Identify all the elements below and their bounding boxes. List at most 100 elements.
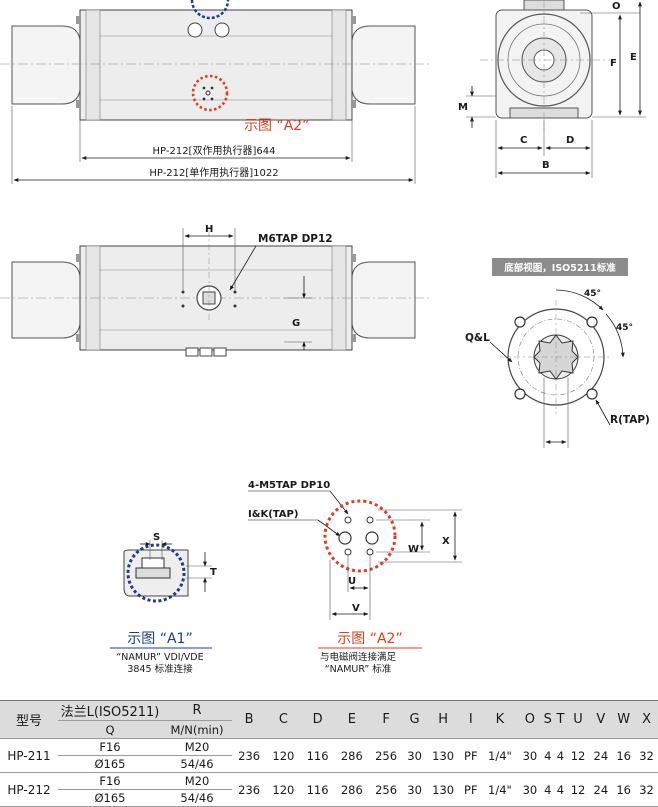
dim-b-label: B (542, 160, 550, 171)
row-cell: 4 (554, 772, 567, 807)
row-cell: 24 (589, 772, 613, 807)
row-model: HP-211 (0, 738, 58, 773)
a2-note-line-2: “NAMUR” 标准 (325, 663, 392, 675)
row-cell: PF (460, 772, 482, 807)
row-r: M20 (162, 738, 232, 756)
header-col: F (368, 700, 404, 739)
double-acting-length-label: HP-212[双作用执行器]644 (153, 144, 276, 157)
a1-note-line-1: “NAMUR” VDI/VDE (116, 652, 203, 663)
row-cell: 16 (612, 738, 636, 773)
dim-u-label: U (348, 576, 356, 587)
row-r: M20 (162, 772, 232, 790)
row-flange: Ø165 (58, 789, 162, 807)
angle-label-1: 45° (584, 289, 601, 299)
header-col: H (426, 700, 461, 739)
single-acting-length-label: HP-212[单作用执行器]1022 (149, 166, 278, 179)
header-model: 型号 (0, 700, 58, 739)
row-flange: F16 (58, 738, 162, 756)
row-cell: 4 (541, 772, 555, 807)
dim-c-label: C (520, 135, 527, 146)
header-col: O (518, 700, 542, 739)
header-col: G (403, 700, 426, 739)
row-cell: 256 (368, 772, 404, 807)
row-cell: 1/4" (481, 772, 519, 807)
dim-f-label: F (610, 58, 617, 69)
actuator-side-view-bottom: H M6TAP DP12 G (0, 224, 430, 357)
spec-table: 型号 法兰L(ISO5211) R B C D E F G H I K O S … (0, 700, 658, 807)
row-cell: 120 (266, 738, 301, 773)
header-col: K (481, 700, 519, 739)
show-a2-label-top: 示图 “A2” (244, 118, 309, 134)
technical-drawing: 示图 “A2” HP-212[双作用执行器]644 HP-212[单作用执行器]… (0, 0, 650, 675)
dim-e-label: E (630, 52, 637, 63)
dim-d-label: D (566, 135, 574, 146)
row-cell: 1/4" (481, 738, 519, 773)
header-col: I (460, 700, 482, 739)
dim-w-label: W (408, 544, 419, 555)
row-model: HP-212 (0, 772, 58, 807)
header-col: X (635, 700, 658, 739)
m6tap-label: M6TAP DP12 (258, 233, 333, 245)
header-col: D (300, 700, 335, 739)
header-col: S (541, 700, 555, 739)
row-r: 54/46 (162, 755, 232, 773)
row-cell: 236 (232, 772, 267, 807)
dim-x-label: X (442, 536, 450, 547)
row-cell: 32 (635, 772, 658, 807)
dim-s-label: S (153, 532, 160, 543)
ik-label: I&K(TAP) (248, 509, 298, 520)
row-cell: 120 (266, 772, 301, 807)
row-cell: 256 (368, 738, 404, 773)
row-cell: 116 (300, 738, 335, 773)
header-col: W (612, 700, 636, 739)
header-col: E (334, 700, 369, 739)
detail-a2: 4-M5TAP DP10 I&K(TAP) W X U V 示图 “A2” (248, 480, 462, 675)
row-cell: 12 (566, 738, 590, 773)
row-cell: 286 (334, 772, 369, 807)
row-cell: 4 (554, 738, 567, 773)
angle-label-2: 45° (616, 323, 633, 333)
row-cell: 30 (518, 738, 542, 773)
bottom-view-title: 底部视图，ISO5211标准 (503, 262, 616, 274)
table-row: HP-211 F16 M20 236 120 116 286 256 30 13… (0, 738, 658, 773)
row-cell: 12 (566, 772, 590, 807)
header-col: B (232, 700, 267, 739)
dim-m-label: M (458, 102, 468, 113)
a2-note-line-1: 与电磁阀连接满足 (320, 651, 397, 663)
a1-note-line-2: 3845 标准连接 (127, 663, 193, 675)
row-cell: 236 (232, 738, 267, 773)
row-cell: 30 (403, 772, 426, 807)
bottom-view-iso5211: 底部视图，ISO5211标准 45° 45° Q&L R(TAP) (465, 258, 650, 448)
row-flange: Ø165 (58, 755, 162, 773)
table-row: HP-212 F16 M20 236 120 116 286 256 30 13… (0, 772, 658, 807)
header-flange: 法兰L(ISO5211) (58, 700, 162, 721)
header-q: Q (58, 720, 162, 739)
dim-g-label: G (292, 318, 300, 329)
row-cell: 116 (300, 772, 335, 807)
row-cell: 30 (518, 772, 542, 807)
row-cell: PF (460, 738, 482, 773)
row-cell: 16 (612, 772, 636, 807)
row-cell: 130 (426, 738, 461, 773)
show-a2-label: 示图 “A2” (337, 631, 402, 647)
ql-label: Q&L (465, 332, 490, 344)
header-col: U (566, 700, 590, 739)
row-r: 54/46 (162, 789, 232, 807)
header-col: C (266, 700, 301, 739)
actuator-end-view: O E F M C D B (458, 0, 646, 178)
m5tap-label: 4-M5TAP DP10 (248, 480, 330, 491)
row-cell: 30 (403, 738, 426, 773)
actuator-side-view-top: 示图 “A2” HP-212[双作用执行器]644 HP-212[单作用执行器]… (0, 0, 430, 184)
dim-o-label: O (612, 1, 621, 12)
header-r: R (162, 700, 232, 721)
header-col: V (589, 700, 613, 739)
row-cell: 4 (541, 738, 555, 773)
row-cell: 286 (334, 738, 369, 773)
row-flange: F16 (58, 772, 162, 790)
row-cell: 24 (589, 738, 613, 773)
dim-h-label: H (205, 224, 213, 235)
header-col: T (554, 700, 567, 739)
show-a1-label: 示图 “A1” (127, 631, 192, 647)
header-mn: M/N(min) (162, 720, 232, 739)
row-cell: 32 (635, 738, 658, 773)
